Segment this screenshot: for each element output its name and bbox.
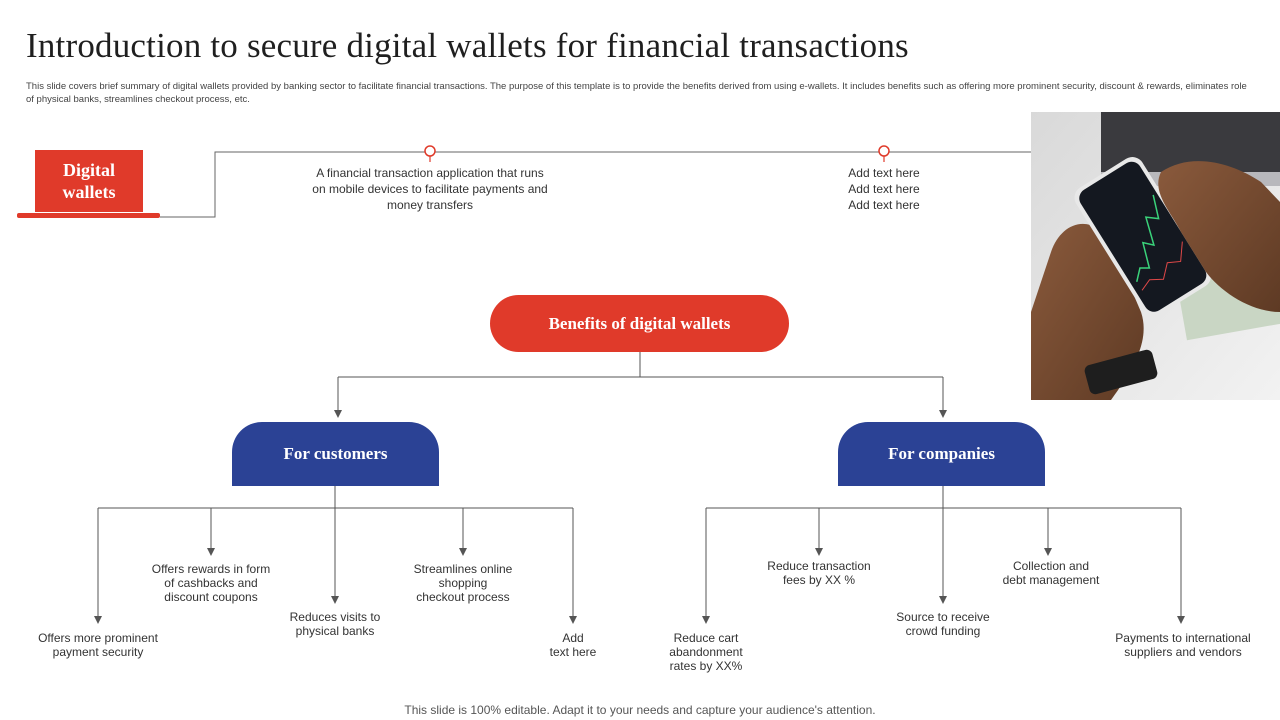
companies-heading-text: For companies [888, 444, 995, 463]
benefits-heading: Benefits of digital wallets [490, 295, 789, 352]
slide-description: This slide covers brief summary of digit… [26, 81, 1247, 105]
company-benefit-crowdfunding: Source to receive crowd funding [896, 610, 990, 638]
digital-wallets-underline [17, 213, 160, 218]
customers-heading-text: For customers [283, 444, 388, 463]
timeline-marker-icon [424, 145, 436, 157]
customer-benefit-checkout: Streamlines online shopping checkout pro… [413, 562, 513, 604]
company-benefit-payments: Payments to international suppliers and … [1115, 631, 1251, 659]
customer-benefit-placeholder: Add text here [549, 631, 597, 659]
footer-note: This slide is 100% editable. Adapt it to… [404, 703, 876, 717]
company-benefit-fees: Reduce transaction fees by XX % [767, 559, 871, 587]
benefits-heading-text: Benefits of digital wallets [548, 313, 731, 333]
digital-wallets-definition: A financial transaction application that… [312, 166, 548, 212]
timeline-marker-icon [878, 145, 890, 157]
customer-benefit-bank-visits: Reduces visits to physical banks [289, 610, 381, 638]
customer-benefit-rewards: Offers rewards in form of cashbacks and … [151, 562, 271, 604]
company-benefit-cart: Reduce cart abandonment rates by XX% [669, 631, 743, 673]
customer-benefit-security: Offers more prominent payment security [38, 631, 158, 659]
digital-wallets-label: Digital wallets [35, 150, 143, 212]
placeholder-text: Add text here Add text here Add text her… [848, 166, 920, 212]
company-benefit-debt: Collection and debt management [1002, 559, 1100, 587]
companies-heading: For companies [838, 422, 1045, 486]
phone-photo [1031, 112, 1280, 400]
slide-title: Introduction to secure digital wallets f… [26, 26, 909, 65]
customers-heading: For customers [232, 422, 439, 486]
digital-wallets-text: Digital wallets [62, 160, 116, 202]
hands-holding-phone-image [1031, 112, 1280, 400]
